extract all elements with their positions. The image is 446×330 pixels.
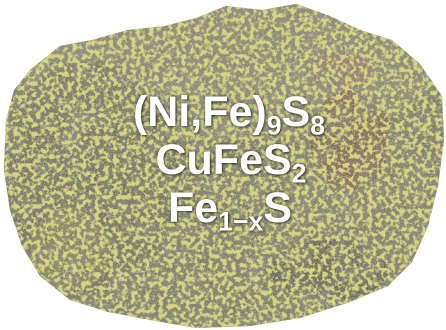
formula-chalcopyrite: CuFeS2 — [155, 136, 307, 189]
chemical-formulas: (Ni,Fe)9S8 CuFeS2 Fe1−xS — [0, 88, 446, 237]
formula-pentlandite: (Ni,Fe)9S8 — [132, 88, 326, 141]
formula-pyrrhotite: Fe1−xS — [167, 184, 293, 237]
